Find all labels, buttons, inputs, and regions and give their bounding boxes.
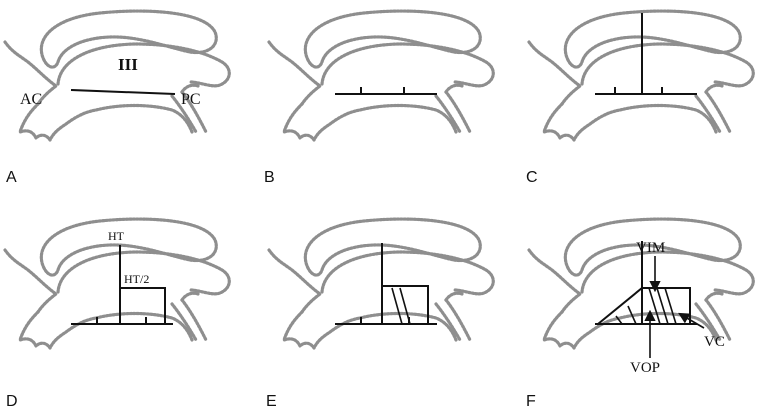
panel-a: III AC PC A — [5, 11, 229, 186]
ht-label: HT — [108, 229, 125, 243]
panel-letter-d: D — [6, 393, 18, 410]
panel-letter-a: A — [6, 169, 17, 186]
panel-d: HT HT/2 D — [5, 219, 229, 410]
pc-label: PC — [181, 91, 201, 108]
panel-letter-f: F — [526, 393, 536, 410]
panel-letter-b: B — [264, 169, 275, 186]
ac-pc-line — [72, 90, 174, 94]
vop-label: VOP — [630, 360, 660, 376]
vim-label: VIM — [636, 240, 665, 256]
third-ventricle-label: III — [118, 55, 138, 74]
panel-c: C — [526, 11, 753, 186]
ht-half-label: HT/2 — [124, 272, 149, 286]
panel-letter-e: E — [266, 393, 277, 410]
panel-b: B — [264, 11, 493, 186]
ac-label: AC — [20, 91, 42, 108]
vim-boundary-line — [400, 288, 410, 324]
panel-f: VIM VOP VC F — [526, 219, 753, 410]
half-height-box — [120, 288, 165, 324]
vc-label: VC — [704, 334, 725, 350]
panel-e: E — [266, 219, 493, 410]
panel-letter-c: C — [526, 169, 538, 186]
vim-boundary-line — [392, 288, 402, 324]
